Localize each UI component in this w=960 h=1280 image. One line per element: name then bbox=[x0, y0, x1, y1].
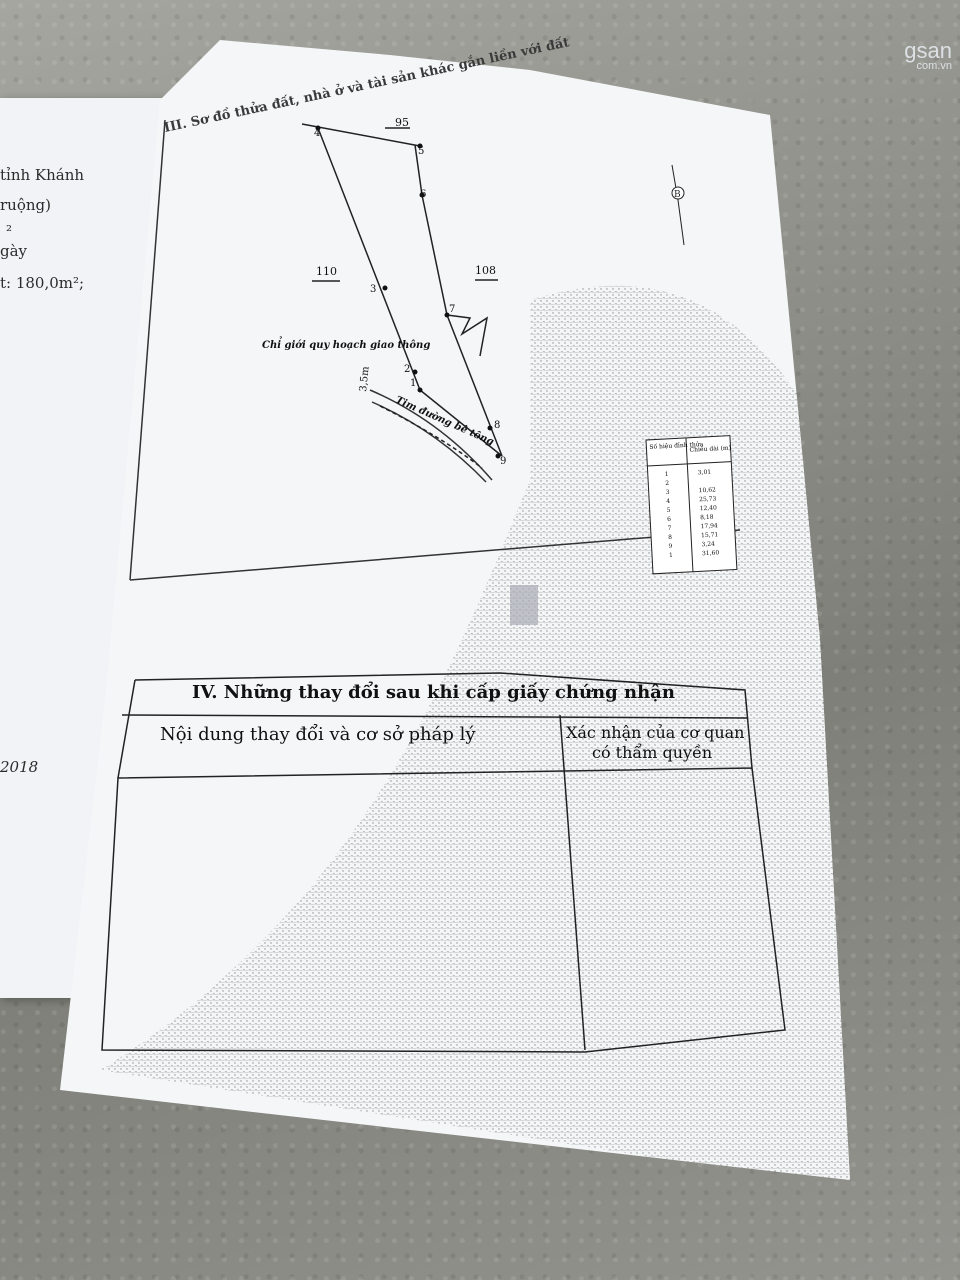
watermark-logo: gsan com.vn bbox=[904, 38, 952, 72]
left-line-6: 2018 bbox=[0, 758, 39, 776]
left-page: tỉnh Khánh ruộng) ² gày t: 180,0m²; 2018 bbox=[0, 98, 170, 998]
left-line-1: tỉnh Khánh bbox=[0, 166, 85, 184]
left-line-5: t: 180,0m²; bbox=[0, 274, 85, 292]
left-line-3: ² bbox=[6, 222, 13, 240]
left-line-4: gày bbox=[0, 242, 28, 260]
left-line-2: ruộng) bbox=[0, 196, 51, 214]
